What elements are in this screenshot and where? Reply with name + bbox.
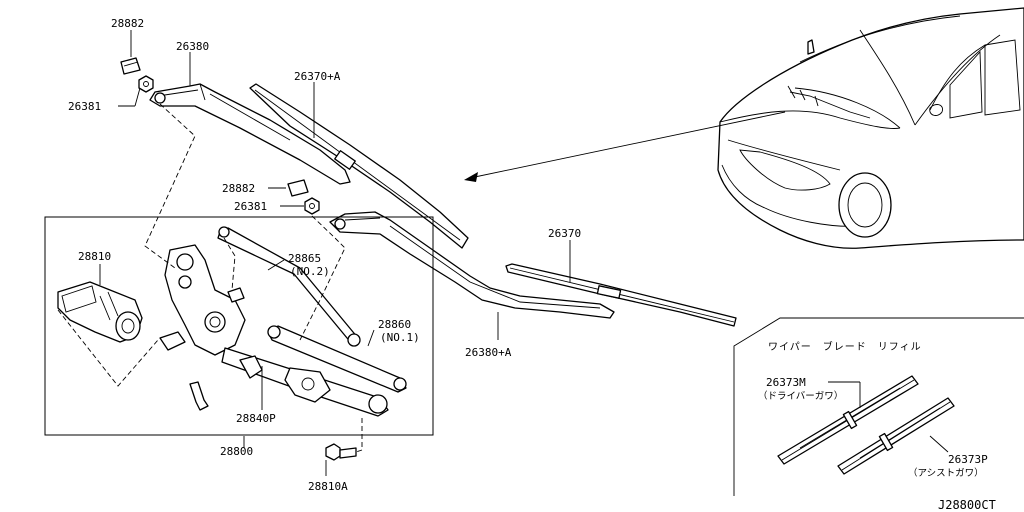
cap-28882-upper [120,57,141,75]
bolt-28810a [325,443,357,461]
bolt-small [189,381,209,411]
label-28800: 28800 [220,445,253,458]
refill-driver-side [777,375,919,465]
label-26373p-note: （アシストガワ） [908,467,984,479]
link-rod-28865 [217,226,361,347]
location-arrow [464,111,786,182]
label-26370a: 26370+A [294,70,341,83]
linkage-assembly-box [44,216,434,436]
label-26380a: 26380+A [465,346,512,359]
label-28865: 28865 [288,252,321,265]
refill-box-title: ワイパー ブレード リフィル [768,340,922,353]
label-26373p: 26373P [948,453,988,466]
label-26373m: 26373M [766,376,806,389]
label-26381-top: 26381 [68,100,101,113]
leader-lines [99,30,571,476]
vehicle-illustration [717,7,1024,249]
link-rod-28860 [267,325,407,393]
assembly-dashed-lines [57,103,363,453]
refill-assist-side [837,397,955,475]
nut-26381-upper [138,75,154,93]
label-26370: 26370 [548,227,581,240]
wiper-blade-26370 [505,263,737,327]
label-28865-note: (NO.2) [290,265,330,278]
label-28860-note: (NO.1) [380,331,420,344]
wiper-arm-26380a [329,211,615,319]
refill-box: ワイパー ブレード リフィル [733,317,1024,496]
label-26381-mid: 26381 [234,200,267,213]
nut-26381-mid [304,197,320,215]
label-28810: 28810 [78,250,111,263]
label-26373m-note: （ドライバーガワ） [758,390,843,402]
label-28882-mid: 28882 [222,182,255,195]
wiper-blade-26370a [249,83,469,249]
cap-28882-mid [287,179,309,197]
label-28810a: 28810A [308,480,348,493]
part-labels: 28882 26380 26381 26370+A 28882 26381 26… [68,17,996,512]
wiper-arm-26380 [149,83,351,185]
label-26380: 26380 [176,40,209,53]
wiper-motor-28810 [57,281,143,343]
diagram-code: J28800CT [938,498,996,512]
label-28882-top: 28882 [111,17,144,30]
label-28840p: 28840P [236,412,276,425]
linkage-frame [159,244,389,417]
label-28860: 28860 [378,318,411,331]
